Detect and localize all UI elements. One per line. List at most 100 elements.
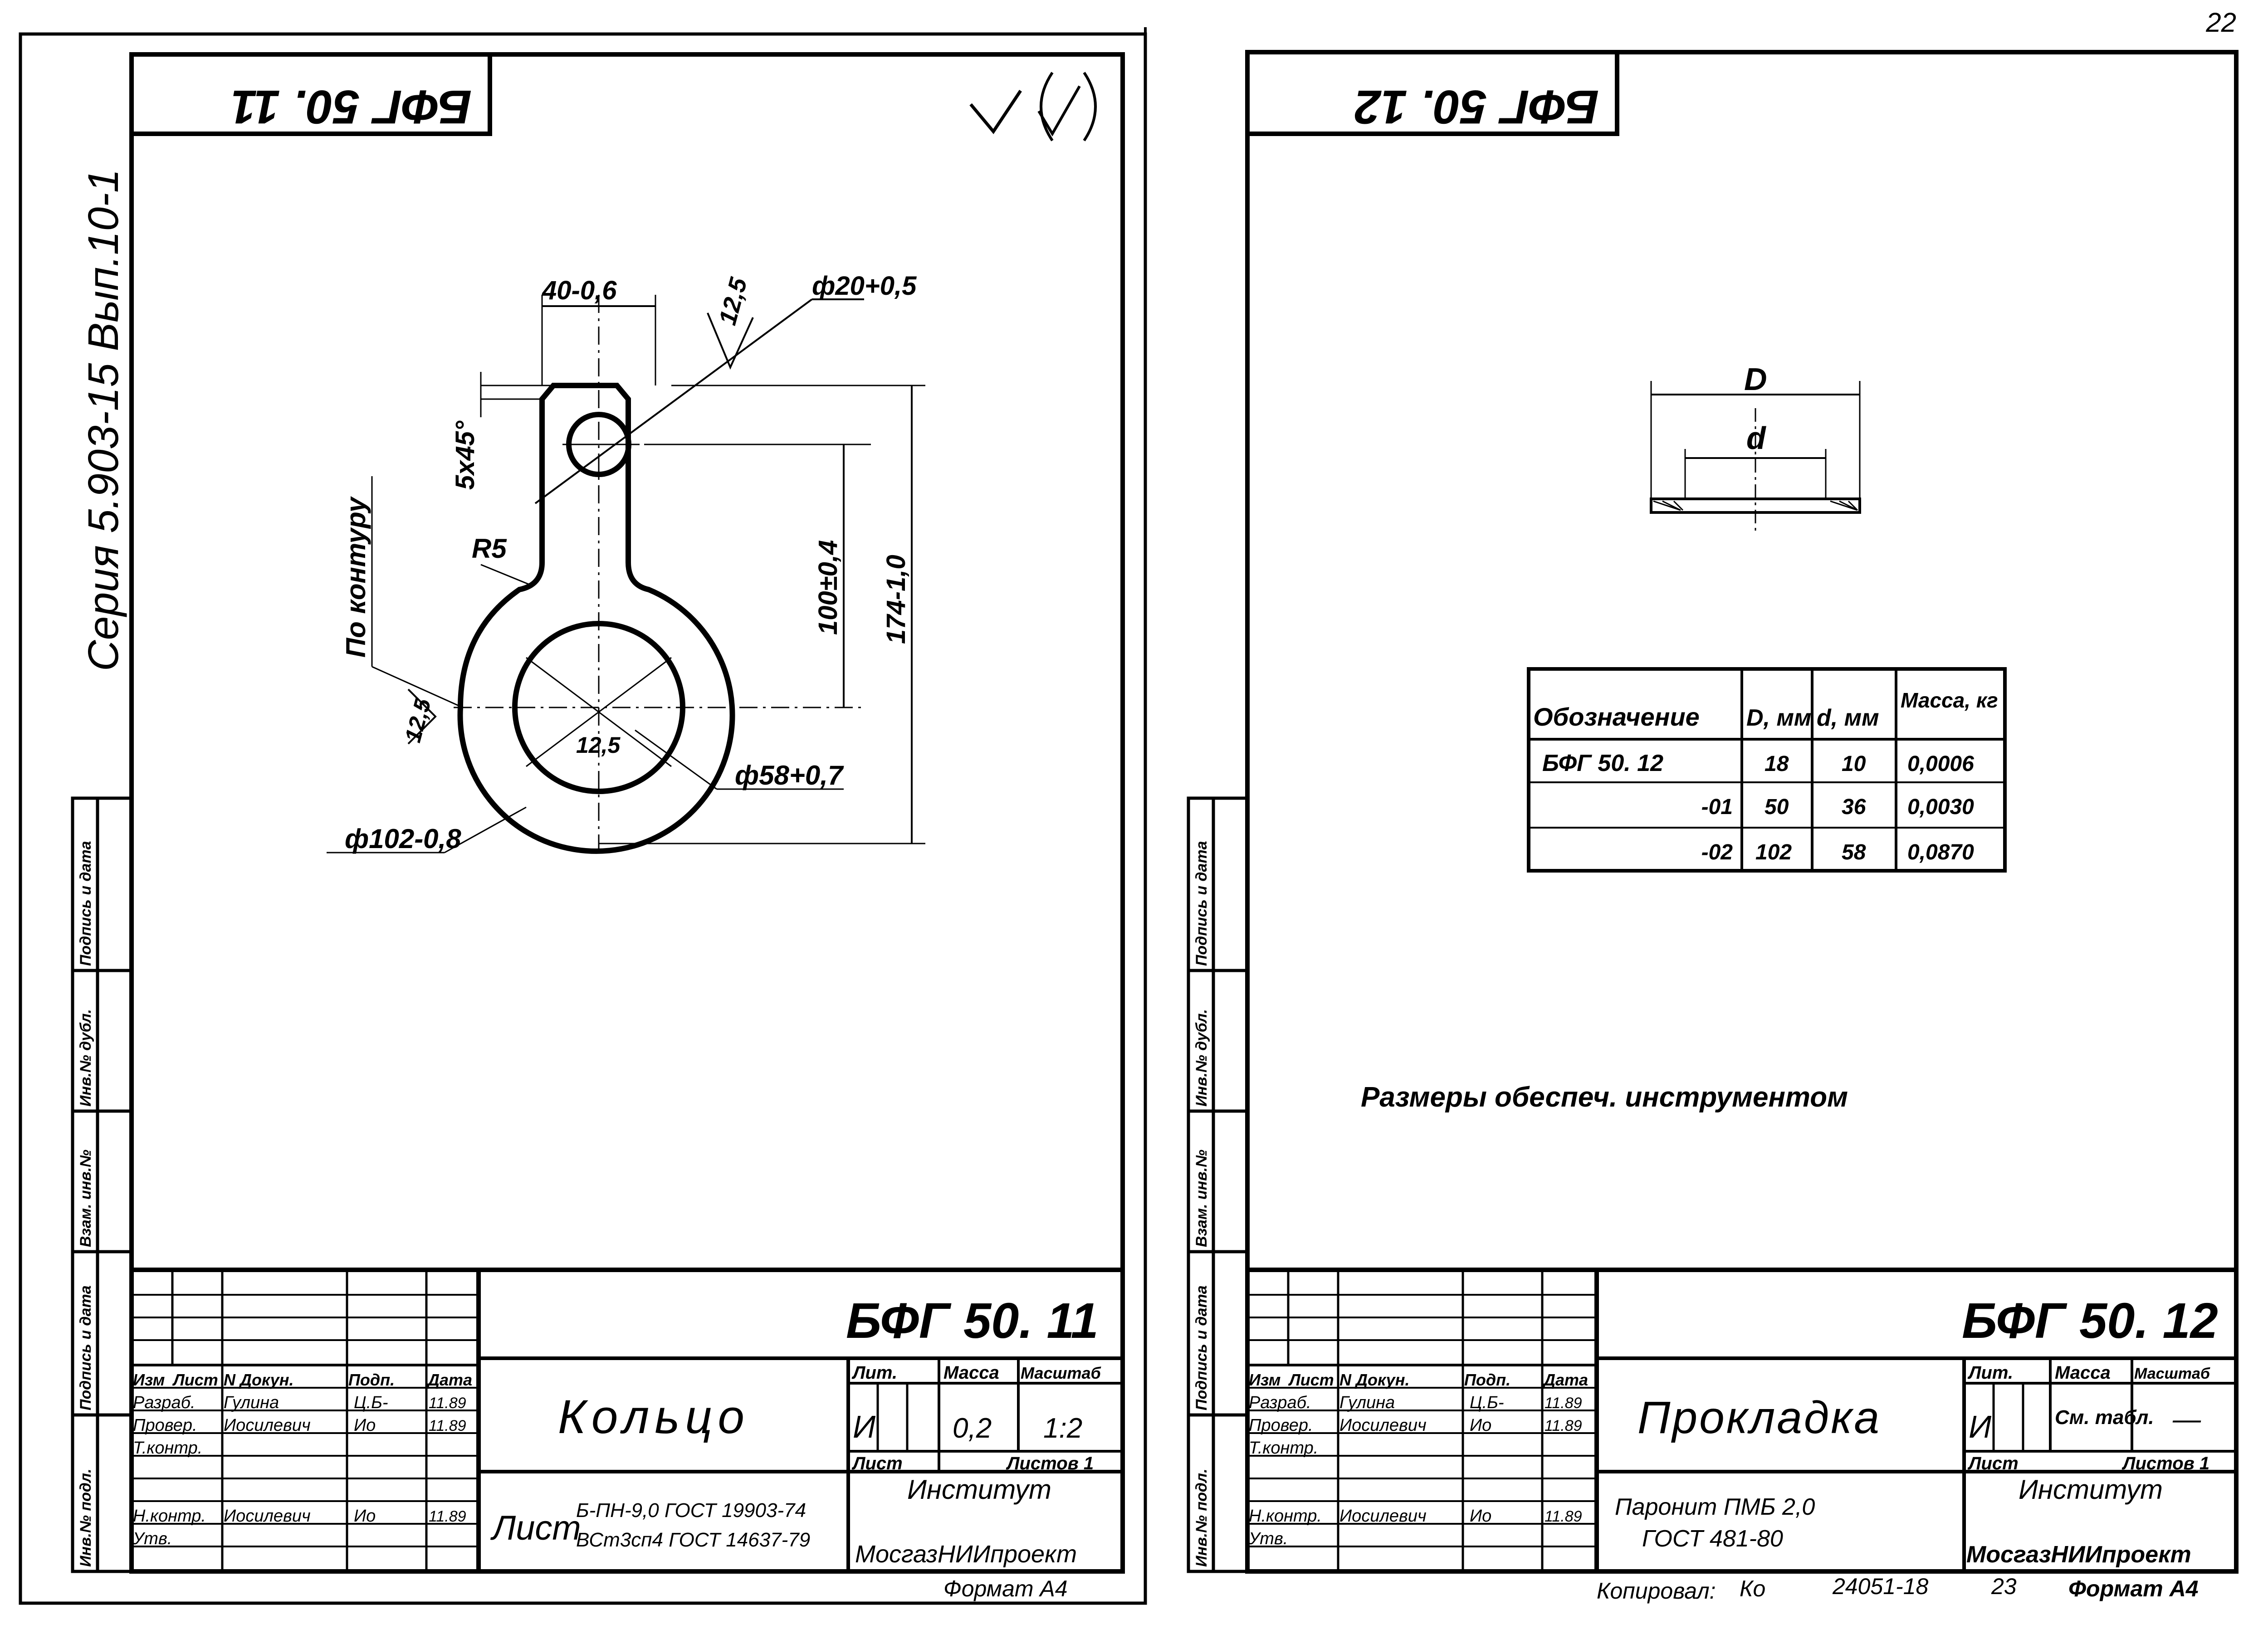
sheet1-format: Формат А4 [943, 1576, 1068, 1601]
sheet2-hdr-list: Лист [1288, 1371, 1334, 1389]
stamp2-inv-podl: Инв.№ подл. [1193, 1468, 1210, 1567]
sheet1-sign-nkontr: Ио [354, 1507, 376, 1526]
sheet1-part-name: Кольцо [558, 1390, 750, 1444]
tbl-r1-designation: БФГ 50. 12 [1542, 750, 1663, 776]
sheet2-hdr-podp: Подп. [1464, 1371, 1510, 1389]
sheet1-role-prover: Провер. [133, 1416, 197, 1435]
sheet1-person-nkontr: Иосилевич [224, 1507, 311, 1526]
dim-d-label: d [1746, 420, 1766, 456]
sheet1-binding-stamp [71, 796, 133, 1573]
sheet2-sign-prover: Ио [1470, 1416, 1491, 1435]
sheet1-person-prover: Иосилевич [224, 1416, 311, 1435]
tbl-r1-d: 10 [1842, 752, 1866, 776]
sheet2-date-prover: 11.89 [1545, 1417, 1582, 1434]
sheet1-material-prefix: Лист [490, 1509, 581, 1547]
sheet1-role-utv: Утв. [132, 1529, 172, 1548]
stamp-podpis-2: Подпись и дата [77, 841, 94, 966]
sheet2-hdr-izm: Изм [1249, 1371, 1281, 1389]
sheet1-hdr-listov: Листов 1 [1006, 1454, 1094, 1473]
sheet2-institute-1: Институт [2019, 1474, 2163, 1505]
sheet2-hdr-lit: Лит. [1967, 1363, 2013, 1383]
sheet2-code-box [1245, 50, 1619, 136]
sheet1-institute-1: Институт [907, 1474, 1051, 1505]
sheet1-person-razrab: Гулина [224, 1393, 279, 1412]
sheet1-hdr-data: Дата [426, 1371, 472, 1389]
gasket-section-drawing [1650, 381, 1861, 535]
sheet1-code-box [129, 52, 492, 136]
stamp-vzam-inv: Взам. инв.№ [77, 1150, 94, 1247]
sheet2-person-prover: Иосилевич [1339, 1416, 1427, 1435]
sheet1-sign-prover: Ио [354, 1416, 376, 1435]
rough-top: 12,5 [714, 274, 753, 328]
sheet1-scale: 1:2 [1043, 1413, 1082, 1444]
sheet2-hdr-ndok: N Докун. [1339, 1371, 1409, 1389]
gasket-table-grid [1527, 667, 2007, 873]
tbl-r3-D: 102 [1755, 840, 1792, 864]
sheet2-note: Размеры обеспеч. инструментом [1361, 1082, 1848, 1113]
tbl-r3-designation: -02 [1701, 840, 1733, 864]
sheet1-institute-2: МосгазНИИпроект [855, 1541, 1077, 1568]
page-corner-number: 22 [2205, 7, 2236, 38]
contour-note: По контуру [341, 496, 371, 658]
sheet2-code-box-text: БФГ 50. 12 [1354, 80, 1599, 133]
sheet2-binding-stamp [1187, 796, 1249, 1573]
tbl-r2-designation: -01 [1701, 795, 1733, 819]
sheet2-person-nkontr: Иосилевич [1339, 1507, 1427, 1526]
sheet2-institute-2: МосгазНИИпроект [1966, 1541, 2191, 1568]
sheet1-title-block [132, 1268, 1123, 1571]
sheet1-lit: И [853, 1409, 876, 1444]
series-note: Серия 5.903-15 Вып.10-1 [79, 169, 127, 671]
dim-hole-small: ф20+0,5 [812, 271, 917, 301]
tbl-hdr-designation: Обозначение [1533, 702, 1700, 731]
stamp2-vzam-inv: Взам. инв.№ [1193, 1150, 1210, 1247]
tbl-r3-d: 58 [1842, 840, 1866, 864]
sheet1-date-razrab: 11.89 [429, 1395, 466, 1412]
sheet2-format: Формат А4 [2068, 1576, 2199, 1601]
footer-order: 24051-18 [1832, 1574, 1928, 1599]
sheet2-role-tkontr: Т.контр. [1249, 1439, 1318, 1458]
sheet1-material-line1: Б-ПН-9,0 ГОСТ 19903-74 [576, 1499, 806, 1522]
tbl-r2-d: 36 [1842, 795, 1866, 819]
sheet1-role-razrab: Разраб. [133, 1393, 196, 1412]
sheet2-hdr-data: Дата [1542, 1371, 1588, 1389]
sheet2-mass: См. табл. [2055, 1406, 2154, 1429]
footer-sheet-no: 23 [1991, 1574, 2017, 1599]
dim-center-dist: 100±0,4 [813, 540, 843, 635]
dim-chamfer: 5x45° [450, 420, 480, 490]
tbl-r2-mass: 0,0030 [1907, 795, 1974, 819]
sheet1-date-prover: 11.89 [429, 1417, 466, 1434]
stamp-podpis-1: Подпись и дата [77, 1285, 94, 1410]
rough-center: 12,5 [576, 732, 621, 758]
sheet-2 [1187, 50, 2239, 1574]
sheet2-role-utv: Утв. [1248, 1529, 1288, 1548]
ring-part-drawing [327, 72, 1097, 854]
sheet2-hdr-listov: Листов 1 [2121, 1454, 2209, 1473]
sheet-1 [19, 32, 1147, 1605]
sheet2-hdr-masshtab: Масштаб [2134, 1365, 2210, 1382]
sheet1-hdr-list2: Лист [851, 1454, 903, 1473]
sheet2-date-nkontr: 11.89 [1545, 1508, 1582, 1525]
sheet1-hdr-lit: Лит. [851, 1363, 897, 1383]
sheet1-hdr-massa: Масса [943, 1363, 999, 1383]
tbl-r2-D: 50 [1765, 795, 1789, 819]
rough-left: 12,5 [400, 695, 436, 745]
sheet2-role-prover: Провер. [1249, 1416, 1313, 1435]
tbl-hdr-D: D, мм [1746, 705, 1811, 731]
sheet2-part-name: Прокладка [1637, 1392, 1881, 1443]
sheet2-date-razrab: 11.89 [1545, 1395, 1582, 1412]
sheet1-hdr-masshtab: Масштаб [1021, 1364, 1102, 1382]
footer-signature: Ко [1740, 1576, 1765, 1601]
sheet2-code: БФГ 50. 12 [1962, 1293, 2218, 1349]
sheet1-sign-razrab: Ц.Б- [354, 1393, 388, 1412]
sheet2-hdr-list2: Лист [1967, 1454, 2019, 1473]
tbl-r1-D: 18 [1765, 752, 1789, 776]
dim-total-len: 174-1,0 [881, 555, 911, 644]
sheet1-date-nkontr: 11.89 [429, 1508, 466, 1525]
stamp-inv-podl: Инв.№ подл. [77, 1468, 94, 1567]
tbl-r3-mass: 0,0870 [1907, 840, 1974, 864]
sheet1-hdr-ndok: N Докун. [224, 1371, 293, 1389]
sheet2-role-nkontr: Н.контр. [1249, 1507, 1322, 1526]
tbl-r1-mass: 0,0006 [1907, 752, 1974, 776]
sheet2-sign-nkontr: Ио [1470, 1507, 1491, 1526]
